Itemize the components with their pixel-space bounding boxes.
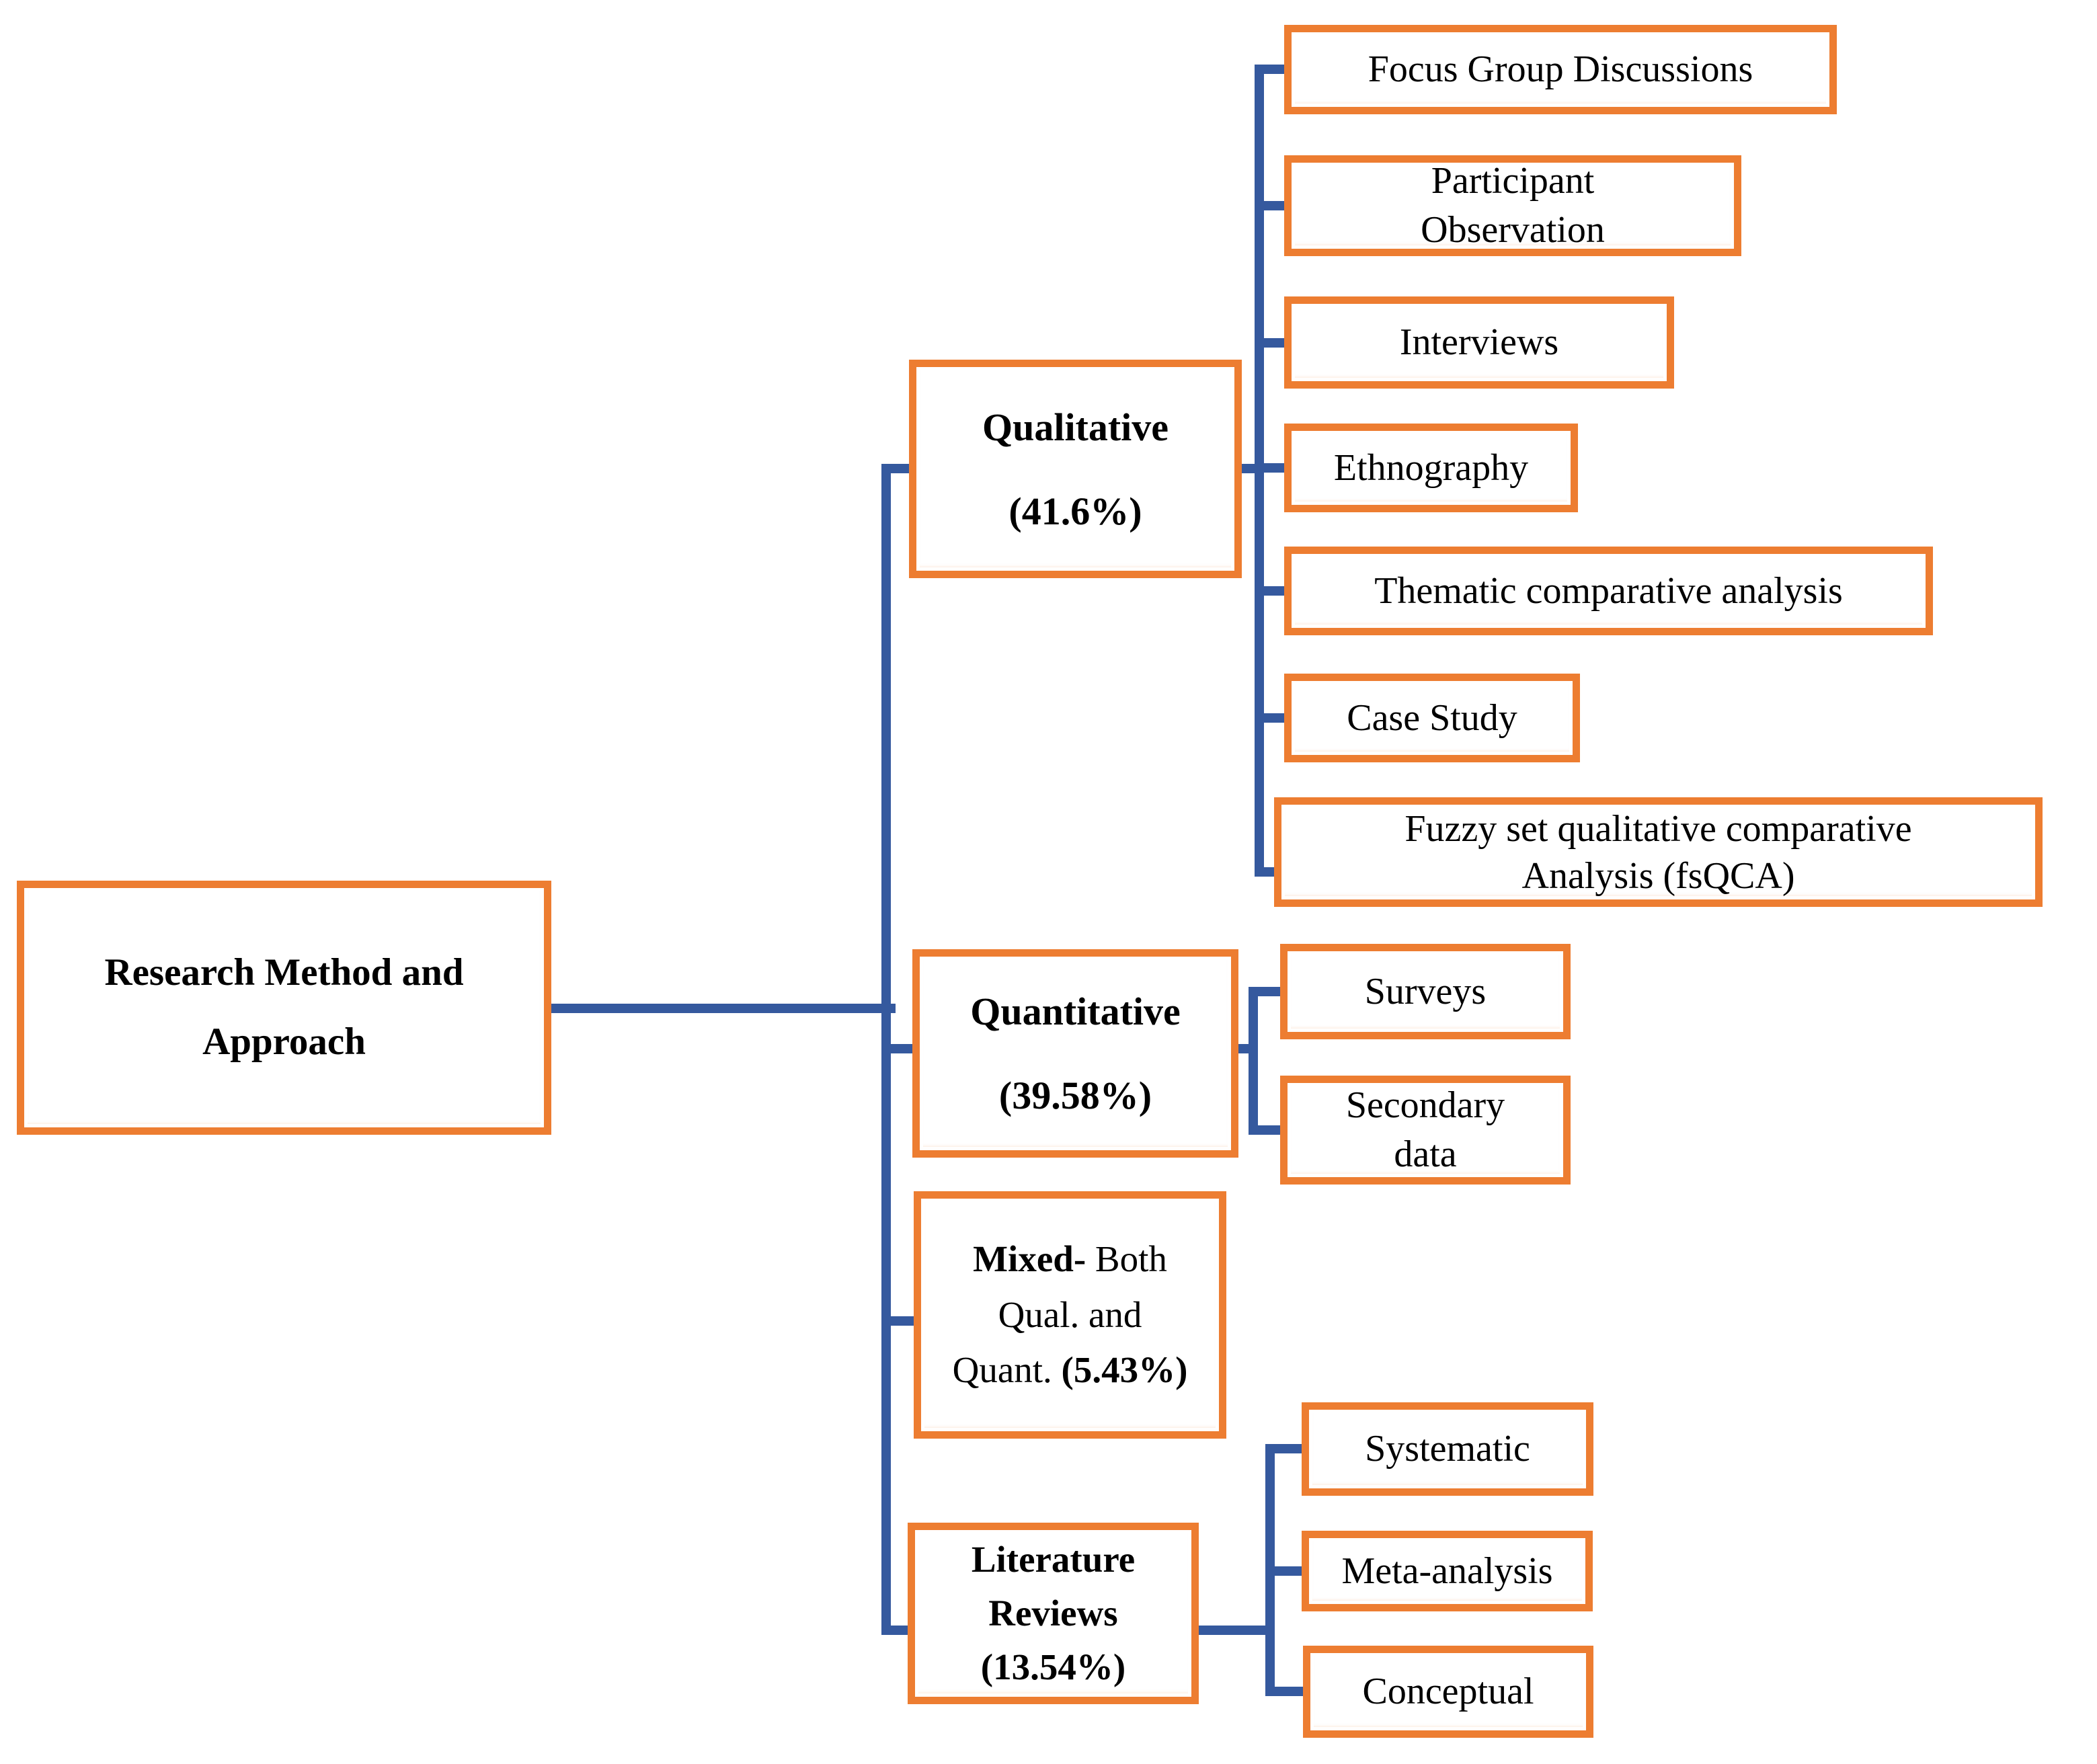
node-qualitative-label: Qualitative [982, 405, 1169, 449]
connector-stub-surveys [1249, 987, 1283, 996]
connector-stub-qualitative [881, 464, 912, 473]
node-literature-line1: Literature [971, 1539, 1136, 1580]
node-literature-reviews: Literature Reviews (13.54%) [908, 1523, 1199, 1704]
node-case-study: Case Study [1284, 674, 1580, 762]
node-root: Research Method and Approach [17, 881, 551, 1135]
connector-stub-conceptual [1265, 1687, 1306, 1696]
node-mixed: Mixed- Both Qual. and Quant. (5.43%) [914, 1191, 1226, 1439]
node-mixed-percent: (5.43%) [1061, 1349, 1188, 1391]
node-case-study-label: Case Study [1347, 696, 1517, 739]
node-quantitative-percent: (39.58%) [998, 1074, 1152, 1117]
node-surveys-label: Surveys [1364, 970, 1487, 1012]
node-focus-group-label: Focus Group Discussions [1368, 48, 1753, 91]
connector-stub-ethnography [1255, 463, 1287, 473]
node-participant-line1: Participant [1431, 160, 1595, 202]
node-secondary-line2: data [1394, 1133, 1457, 1175]
node-conceptual-label: Conceptual [1362, 1671, 1534, 1713]
connector-stub-interviews [1255, 338, 1287, 348]
node-thematic-label: Thematic comparative analysis [1374, 569, 1843, 612]
node-interviews: Interviews [1284, 296, 1674, 389]
node-secondary-data: Secondary data [1280, 1076, 1571, 1185]
connector-stub-focus-group [1255, 65, 1287, 74]
node-systematic-label: Systematic [1365, 1428, 1530, 1470]
node-secondary-line1: Secondary [1345, 1084, 1505, 1127]
connector-stub-meta-analysis [1265, 1566, 1304, 1576]
node-interviews-label: Interviews [1399, 321, 1559, 364]
node-literature-percent: (13.54%) [980, 1646, 1126, 1687]
node-mixed-line2: Qual. and [998, 1293, 1142, 1335]
connector-root-horizontal [551, 1004, 896, 1013]
node-ethnography: Ethnography [1284, 424, 1578, 512]
connector-literature-out [1196, 1626, 1275, 1635]
node-fsqca-line1: Fuzzy set qualitative comparative [1404, 807, 1912, 850]
connector-stub-quantitative [881, 1044, 915, 1053]
node-mixed-label: Mixed- Both Qual. and Quant. (5.43%) [953, 1232, 1188, 1398]
node-mixed-line3-lead: Quant. [952, 1349, 1062, 1391]
node-thematic-comparative-analysis: Thematic comparative analysis [1284, 547, 1933, 635]
node-quantitative-label: Quantitative [970, 990, 1181, 1033]
connector-quantitative-trunk [1249, 987, 1258, 1135]
node-qualitative: Qualitative (41.6%) [909, 360, 1242, 578]
node-root-label: Research Method and Approach [104, 951, 464, 1063]
node-qualitative-percent: (41.6%) [1008, 489, 1142, 533]
node-participant-observation: Participant Observation [1284, 155, 1741, 256]
node-systematic: Systematic [1302, 1402, 1593, 1496]
connector-stub-case-study [1255, 713, 1287, 723]
node-participant-line2: Observation [1421, 209, 1605, 251]
node-quantitative: Quantitative (39.58%) [912, 949, 1238, 1158]
node-literature-line2: Reviews [988, 1593, 1118, 1634]
node-meta-analysis-label: Meta-analysis [1341, 1550, 1553, 1592]
node-surveys: Surveys [1280, 944, 1571, 1039]
node-meta-analysis: Meta-analysis [1302, 1531, 1593, 1611]
connector-stub-participant [1255, 201, 1287, 210]
connector-stub-fsqca [1255, 867, 1277, 877]
connector-stub-thematic [1255, 586, 1287, 596]
node-fsqca: Fuzzy set qualitative comparative Analys… [1274, 797, 2043, 907]
connector-stub-mixed [881, 1316, 916, 1326]
connector-stub-literature [881, 1626, 910, 1635]
connector-stub-systematic [1265, 1444, 1304, 1453]
node-mixed-bold-lead: Mixed- [973, 1238, 1086, 1280]
node-fsqca-line2: Analysis (fsQCA) [1521, 854, 1795, 897]
connector-stub-secondary-data [1249, 1125, 1283, 1135]
node-focus-group-discussions: Focus Group Discussions [1284, 25, 1837, 114]
node-conceptual: Conceptual [1303, 1646, 1593, 1738]
node-ethnography-label: Ethnography [1333, 446, 1529, 489]
node-mixed-line1-rest: Both [1086, 1238, 1167, 1280]
